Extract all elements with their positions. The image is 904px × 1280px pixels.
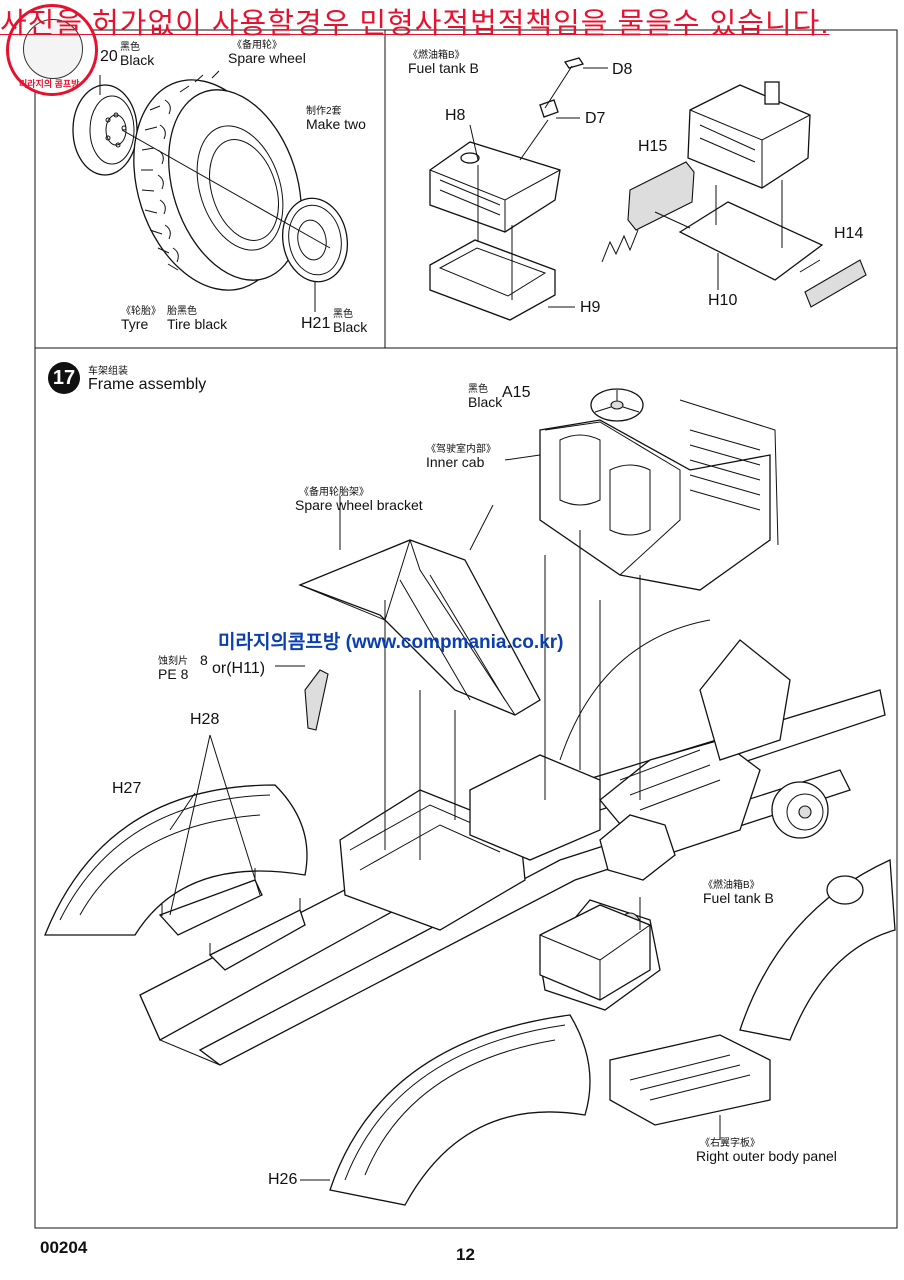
fuel-tank-assembled-drawing bbox=[687, 81, 811, 189]
watermark-badge-text: 미라지의 콤프방 bbox=[19, 79, 80, 89]
spare-wheel-bracket-label: 《备用轮胎架》 Spare wheel bracket bbox=[295, 487, 423, 513]
right-outer-body-panel-label: 《右翼字板》 Right outer body panel bbox=[696, 1138, 837, 1164]
tyre-drawing bbox=[133, 70, 302, 291]
fuel-tank-panel-title: 《燃油箱B》 Fuel tank B bbox=[408, 50, 479, 76]
part-h14-label: H14 bbox=[834, 225, 864, 242]
pe8-number: 8 bbox=[200, 652, 208, 668]
part-h10-label: H10 bbox=[708, 292, 738, 309]
brackets-h28-drawing bbox=[158, 868, 306, 971]
part-h15-drawing bbox=[627, 161, 695, 231]
watermark-site-text: 미라지의콤프방 (www.compmania.co.kr) bbox=[218, 632, 564, 653]
fuel-tank-b-label: 《燃油箱B》 Fuel tank B bbox=[703, 880, 774, 906]
page-number: 12 bbox=[456, 1245, 475, 1264]
frame-assembly-panel-border bbox=[34, 347, 898, 1229]
a15-color-label: 黑色 Black bbox=[468, 384, 503, 410]
fuel-tank-h8-drawing bbox=[429, 141, 561, 233]
fender-h26-drawing bbox=[329, 1014, 591, 1206]
part-a15-label: A15 bbox=[502, 384, 531, 401]
wheel-rim-20-drawing bbox=[72, 84, 138, 176]
assembly-axis-line bbox=[121, 129, 331, 249]
pe8-label: 蚀刻片 PE 8 bbox=[158, 656, 189, 682]
tire-color-label: 胎黑色 Tire black bbox=[167, 306, 228, 332]
part-d8-label: D8 bbox=[612, 61, 633, 78]
spare-wheel-bracket-drawing bbox=[298, 539, 541, 716]
part-h15-label: H15 bbox=[638, 138, 668, 155]
part-d8-drawing bbox=[563, 57, 585, 69]
pe8-part-drawing bbox=[304, 669, 329, 731]
part-h27-label: H27 bbox=[112, 780, 142, 797]
right-outer-body-panel-drawing bbox=[609, 859, 896, 1126]
pe8-alternative-label: or(H11) bbox=[212, 660, 266, 677]
product-code: 00204 bbox=[40, 1238, 88, 1257]
part-h26-label: H26 bbox=[268, 1171, 298, 1188]
part-20-color-label: 黑色 Black bbox=[120, 42, 155, 68]
watermark-badge: 미라지의 콤프방 bbox=[6, 4, 98, 96]
bracket-h10-drawing bbox=[678, 201, 824, 281]
part-h21-color-label: 黑色 Black bbox=[333, 309, 368, 335]
part-h9-label: H9 bbox=[580, 299, 601, 316]
make-two-note: 制作2套 Make two bbox=[306, 106, 366, 132]
spare-wheel-title: 《备用轮》 Spare wheel bbox=[228, 40, 306, 66]
frame-assembly-title: 车架组装 Frame assembly bbox=[88, 366, 207, 393]
part-20-number: 20 bbox=[100, 48, 118, 65]
part-h28-label: H28 bbox=[190, 711, 220, 728]
inner-cab-drawing bbox=[539, 399, 779, 591]
tyre-label: 《轮胎》 Tyre bbox=[121, 306, 161, 332]
part-h14-drawing bbox=[804, 259, 867, 308]
fuel-tank-b-frame-drawing bbox=[539, 904, 651, 1001]
steering-wheel-a15-drawing bbox=[590, 388, 644, 422]
part-h8-label: H8 bbox=[445, 107, 466, 124]
fuel-tank-tray-h9-drawing bbox=[429, 239, 556, 321]
watermark-warning-text: 사진을 허가없이 사용할경우 민형사적법적책임을 물을수 있습니다. bbox=[0, 8, 830, 40]
inner-cab-label: 《驾驶室内部》 Inner cab bbox=[426, 444, 496, 470]
direction-hatch-icon bbox=[601, 229, 639, 263]
watermark-badge-mascot-icon bbox=[23, 19, 83, 79]
part-d7-label: D7 bbox=[585, 110, 606, 127]
part-h21-number: H21 bbox=[301, 315, 331, 332]
fender-h27-drawing bbox=[44, 784, 308, 936]
step-number-badge: 17 bbox=[48, 362, 80, 394]
